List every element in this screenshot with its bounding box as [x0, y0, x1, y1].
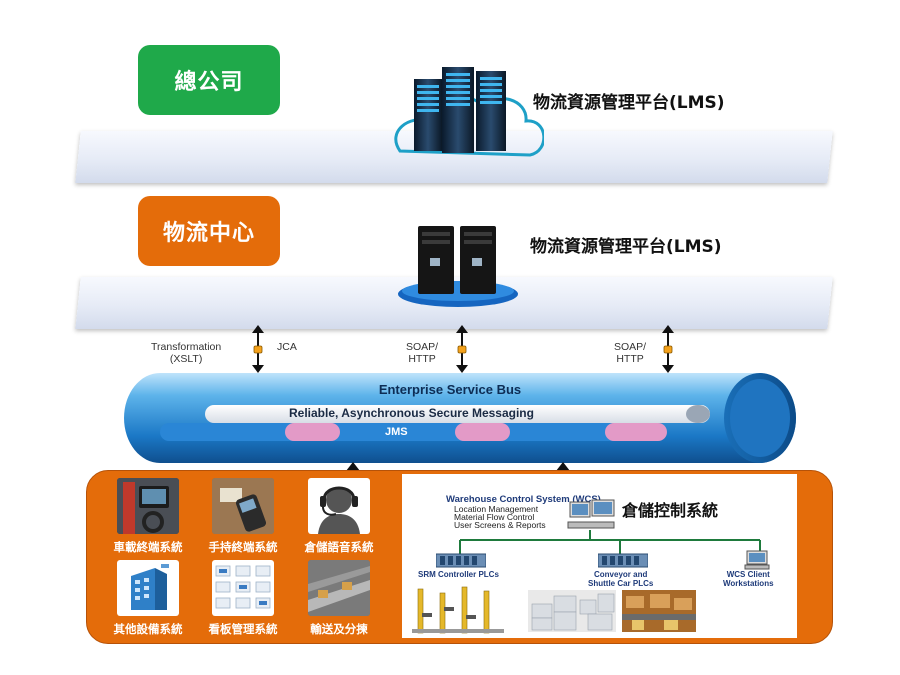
workstation-icon: [744, 550, 770, 570]
building-icon: [117, 560, 179, 616]
messaging-label: Reliable, Asynchronous Secure Messaging: [289, 406, 534, 420]
handheld-scanner-photo: [212, 478, 274, 534]
soap-label: SOAP/: [406, 341, 439, 353]
wcs-function: Location Management: [454, 504, 539, 514]
warehouse-boxes-image: [528, 590, 616, 632]
workstation-icon: [567, 499, 615, 529]
jca-label: JCA: [277, 341, 297, 353]
headset-icon: [308, 478, 370, 534]
enterprise-service-bus-pipe: [124, 373, 796, 463]
double-arrow-icon: [456, 325, 468, 373]
server-rack-icon: [398, 226, 518, 307]
transformation-label: Transformation: [151, 341, 222, 353]
conveyor-photo: [308, 560, 370, 616]
cloud-server-icon: [394, 67, 544, 157]
shuttle-plc-label: Shuttle Car PLCs: [588, 579, 654, 588]
plc-label: WCS Client Workstations: [723, 570, 774, 588]
system-label: 手持終端系統: [208, 540, 278, 554]
system-label: 看板管理系統: [208, 622, 278, 636]
system-label: 其他設備系統: [113, 622, 183, 636]
kanban-board-icon: [212, 560, 274, 616]
logistics-center-label: 物流中心: [138, 196, 280, 266]
connector-left-label: Transformation (XSLT): [151, 341, 221, 365]
stacker-crane-image: [412, 586, 504, 634]
headquarters-platform-label: 物流資源管理平台(LMS): [533, 93, 725, 113]
wcs-heading: 倉儲控制系統: [622, 501, 719, 520]
esb-title: Enterprise Service Bus: [378, 382, 522, 397]
system-label: 車載終端系統: [113, 540, 183, 554]
logistics-center-platform-label: 物流資源管理平台(LMS): [530, 237, 722, 257]
system-label: 倉儲語音系統: [304, 540, 374, 554]
wcs-title: Warehouse Control System (WCS): [446, 494, 601, 505]
plc-label: SRM Controller PLCs: [418, 570, 499, 579]
up-arrow-icon: [556, 462, 570, 471]
vehicle-terminal-photo: [117, 478, 179, 534]
workstations-label: Workstations: [723, 579, 774, 588]
connector-middle-label: SOAP/ HTTP: [406, 341, 438, 365]
wcs-function: Material Flow Control: [454, 512, 535, 522]
wcs-function: User Screens & Reports: [454, 520, 546, 530]
srm-plc-label: SRM Controller PLCs: [418, 570, 499, 579]
conveyor-plc-label: Conveyor and: [594, 570, 648, 579]
system-label: 輸送及分揀: [310, 622, 368, 636]
wcs-client-label: WCS Client: [726, 570, 770, 579]
xslt-label: (XSLT): [169, 353, 203, 365]
plc-icon: [598, 553, 648, 568]
soap-label: SOAP/: [614, 341, 647, 353]
plc-icon: [436, 553, 486, 568]
jms-label: JMS: [385, 426, 408, 438]
plc-label: Conveyor and Shuttle Car PLCs: [588, 570, 653, 588]
double-arrow-icon: [252, 325, 264, 373]
headquarters-label: 總公司: [138, 45, 280, 115]
http-label: HTTP: [408, 353, 436, 365]
http-label: HTTP: [616, 353, 644, 365]
conveyor-line-image: [622, 590, 696, 632]
up-arrow-icon: [346, 462, 360, 471]
connector-right-label: SOAP/ HTTP: [614, 341, 646, 365]
double-arrow-icon: [662, 325, 674, 373]
